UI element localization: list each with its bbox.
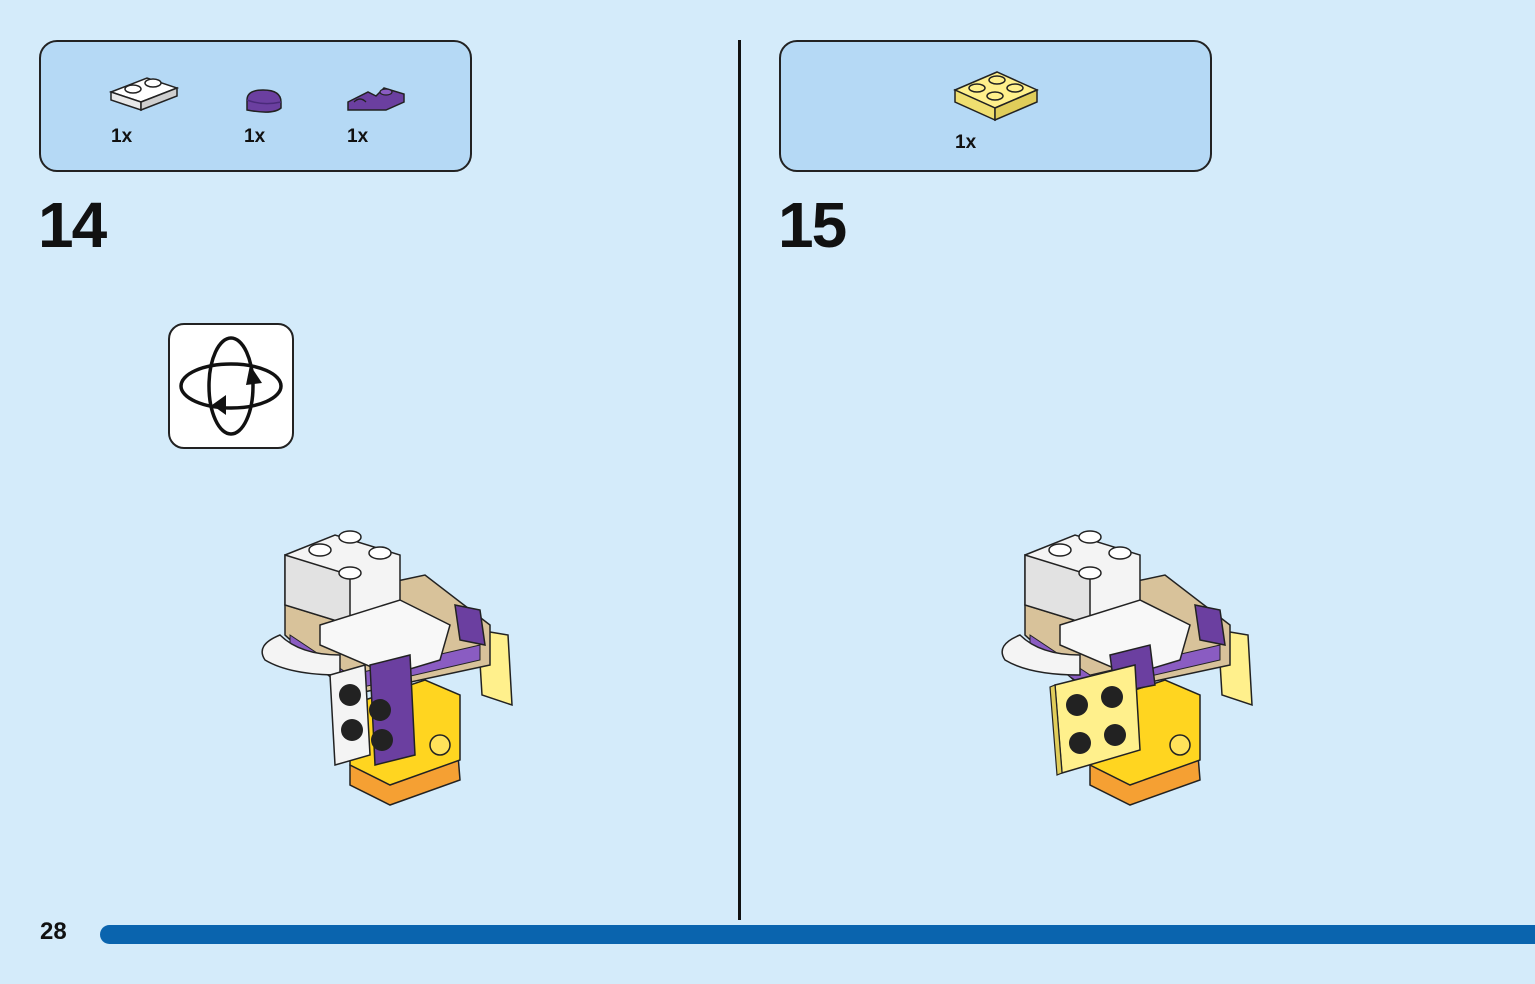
page-number: 28: [40, 918, 67, 945]
parts-callout-step-14: 1x 1x 1x: [39, 40, 472, 172]
model-illustration-step-15: [1001, 530, 1253, 806]
rotate-model-icon: [168, 323, 294, 449]
part-qty: 1x: [955, 132, 977, 153]
part-qty: 1x: [111, 126, 133, 147]
parts-callout-step-15: 1x: [779, 40, 1212, 172]
model-illustration-step-14: [261, 530, 513, 806]
part-qty: 1x: [244, 126, 266, 147]
purple-round-tile-icon: [246, 89, 282, 113]
purple-clip-plate-icon: [347, 87, 405, 111]
yellow-plate-2x2-icon: [953, 71, 1039, 122]
step-number: 15: [778, 189, 847, 261]
white-plate-1x2-icon: [108, 77, 180, 112]
part-qty: 1x: [347, 126, 369, 147]
page-divider: [738, 40, 741, 920]
step-number: 14: [38, 189, 107, 261]
progress-bar: [100, 925, 1535, 944]
